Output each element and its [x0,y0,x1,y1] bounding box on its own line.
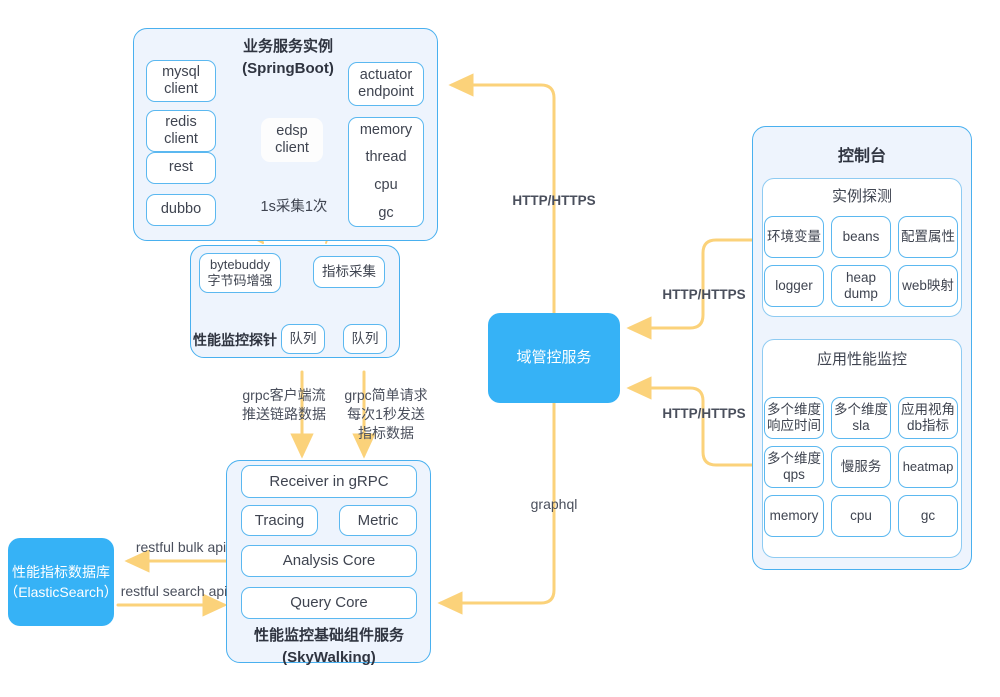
chip-slow-service[interactable]: 慢服务 [831,446,891,488]
springboot-panel-title: 业务服务实例 (SpringBoot) [242,38,334,77]
edge-label-grpc-stream: grpc客户端流 推送链路数据 [242,387,326,422]
apm-title: 应用性能监控 [816,351,907,368]
jvm-metrics-text: memory thread cpu gc [359,121,413,221]
chip-multi-dim-qps[interactable]: 多个维度 qps [764,446,824,488]
chip-env-variables[interactable]: 环境变量 [764,216,824,258]
chip-web-mapping[interactable]: web映射 [898,265,958,307]
chip-queue-left[interactable]: 队列 [281,324,325,354]
elasticsearch-database[interactable]: 性能指标数据库 （ElasticSearch） [4,538,118,626]
chip-multi-dim-response-time[interactable]: 多个维度 响应时间 [764,397,824,439]
chip-rest[interactable]: rest [146,152,216,184]
chip-heatmap[interactable]: heatmap [898,446,958,488]
domain-control-service[interactable]: 域管控服务 [488,313,620,403]
chip-config-properties[interactable]: 配置属性 [898,216,958,258]
chip-logger[interactable]: logger [764,265,824,307]
edge-label-grpc-metrics: grpc简单请求 每次1秒发送 指标数据 [344,387,428,441]
chip-edsp-client[interactable]: edsp client [261,118,323,162]
edge-label-graphql: graphql [530,496,578,512]
edge-label-console-apm-http: HTTP/HTTPS [662,406,746,421]
chip-queue-right[interactable]: 队列 [343,324,387,354]
chip-dubbo[interactable]: dubbo [146,194,216,226]
chip-cpu[interactable]: cpu [831,495,891,537]
chip-receiver-grpc[interactable]: Receiver in gRPC [241,465,417,498]
chip-beans[interactable]: beans [831,216,891,258]
chip-app-view-db-metrics[interactable]: 应用视角 db指标 [898,397,958,439]
probe-panel-title: 性能监控探针 [193,332,277,348]
edge-label-restful-bulk-api: restful bulk api [135,539,227,555]
chip-multi-dim-sla[interactable]: 多个维度 sla [831,397,891,439]
instance-probe-title: 实例探测 [831,188,892,205]
sample-interval-note: 1s采集1次 [260,199,328,215]
console-panel-title: 控制台 [837,148,886,165]
chip-heap-dump[interactable]: heap dump [831,265,891,307]
chip-metric[interactable]: Metric [339,505,417,536]
domain-control-service-label: 域管控服务 [516,349,592,367]
chip-redis-client[interactable]: redis client [146,110,216,152]
edge-label-springboot-http: HTTP/HTTPS [512,193,596,208]
edge-label-console-probe-http: HTTP/HTTPS [662,287,746,302]
chip-memory[interactable]: memory [764,495,824,537]
chip-query-core[interactable]: Query Core [241,587,417,619]
skywalking-panel-title: 性能监控基础组件服务 (SkyWalking) [253,627,404,666]
chip-actuator-endpoint[interactable]: actuator endpoint [348,62,424,106]
chip-mysql-client[interactable]: mysql client [146,60,216,102]
elasticsearch-label: 性能指标数据库 （ElasticSearch） [4,563,118,600]
edge-label-restful-search-api: restful search api [120,583,228,599]
chip-bytebuddy[interactable]: bytebuddy 字节码增强 [199,253,281,293]
chip-tracing[interactable]: Tracing [241,505,318,536]
chip-metric-collect[interactable]: 指标采集 [313,256,385,288]
chip-gc[interactable]: gc [898,495,958,537]
chip-analysis-core[interactable]: Analysis Core [241,545,417,577]
chip-jvm-metrics[interactable]: memory thread cpu gc [348,117,424,227]
